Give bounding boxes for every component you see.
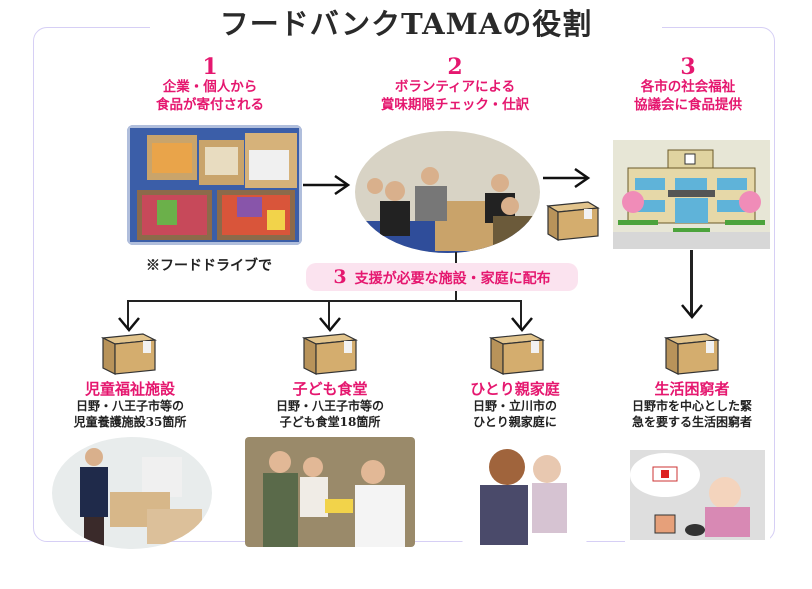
step-1-line2: 食品が寄付される <box>156 97 264 113</box>
destination-1-title: 児童福祉施設 <box>84 380 175 398</box>
step-3-line1: 各市の社会福祉 <box>640 79 736 95</box>
destination-1-line1: 日野・八王子市等の <box>75 399 184 413</box>
cardboard-box-icon <box>100 333 157 375</box>
connector-line <box>328 300 330 330</box>
destination-3-title: ひとり親家庭 <box>470 380 560 398</box>
arrow-down-icon <box>319 317 341 332</box>
childrens-facility-photo <box>52 437 212 549</box>
arrow-down-icon <box>118 317 140 332</box>
childrens-cafeteria-illustration <box>245 437 415 547</box>
distribution-number: 3 <box>333 266 347 288</box>
connector-line <box>520 300 522 330</box>
needy-person-illustration <box>625 445 770 545</box>
arrow-right-icon <box>543 168 591 188</box>
connector-line <box>690 250 693 315</box>
cardboard-box-icon <box>488 333 545 375</box>
destination-4-title: 生活困窮者 <box>654 380 730 398</box>
step-2-line2: 賞味期限チェック・仕訳 <box>380 97 530 113</box>
arrow-right-icon <box>303 175 351 195</box>
arrow-down-icon <box>511 317 533 332</box>
branch-line <box>127 300 521 302</box>
connector-line <box>455 252 457 264</box>
connector-line <box>127 300 129 330</box>
step-3-number: 3 <box>680 54 696 80</box>
needy-person-icon <box>625 445 770 545</box>
distribution-label: 3 支援が必要な施設・家庭に配布 <box>306 263 578 291</box>
food-drive-note: ※フードドライブで <box>146 258 272 274</box>
destination-4-line2: 急を要する生活困窮者 <box>631 415 752 429</box>
childrens-facility-illustration <box>52 437 212 549</box>
step-2-line1: ボランティアによる <box>394 79 516 95</box>
destination-2-line2: 子ども食堂18箇所 <box>279 415 381 429</box>
distribution-text: 支援が必要な施設・家庭に配布 <box>354 271 551 287</box>
arrow-down-icon <box>681 304 703 319</box>
step-2-number: 2 <box>447 54 463 80</box>
welfare-council-building-icon <box>613 140 770 249</box>
destination-3-line1: 日野・立川市の <box>472 399 557 413</box>
single-parent-family-photo <box>462 437 587 545</box>
volunteers-photo <box>355 131 540 253</box>
volunteers-illustration <box>355 131 540 253</box>
welfare-council-building <box>613 140 770 249</box>
donated-food-boxes-illustration <box>127 125 302 245</box>
donated-food-photo <box>127 125 302 245</box>
connector-line <box>455 291 457 302</box>
destination-4-line1: 日野市を中心とした緊 <box>631 399 752 413</box>
page-title: フードバンクTAMAの役割 <box>150 2 662 46</box>
destination-2-title: 子ども食堂 <box>292 380 368 398</box>
destination-1-line2: 児童養護施設35箇所 <box>73 415 187 429</box>
cardboard-box-icon <box>546 201 600 242</box>
step-1-line1: 企業・個人から <box>162 79 258 95</box>
destination-3-line2: ひとり親家庭に <box>473 415 557 429</box>
single-parent-family-illustration <box>462 437 587 545</box>
cardboard-box-icon <box>301 333 358 375</box>
destination-2-line1: 日野・八王子市等の <box>275 399 384 413</box>
childrens-cafeteria-photo <box>245 437 415 547</box>
cardboard-box-icon <box>663 333 720 375</box>
step-3-line2: 協議会に食品提供 <box>634 97 742 113</box>
step-1-number: 1 <box>202 54 218 80</box>
